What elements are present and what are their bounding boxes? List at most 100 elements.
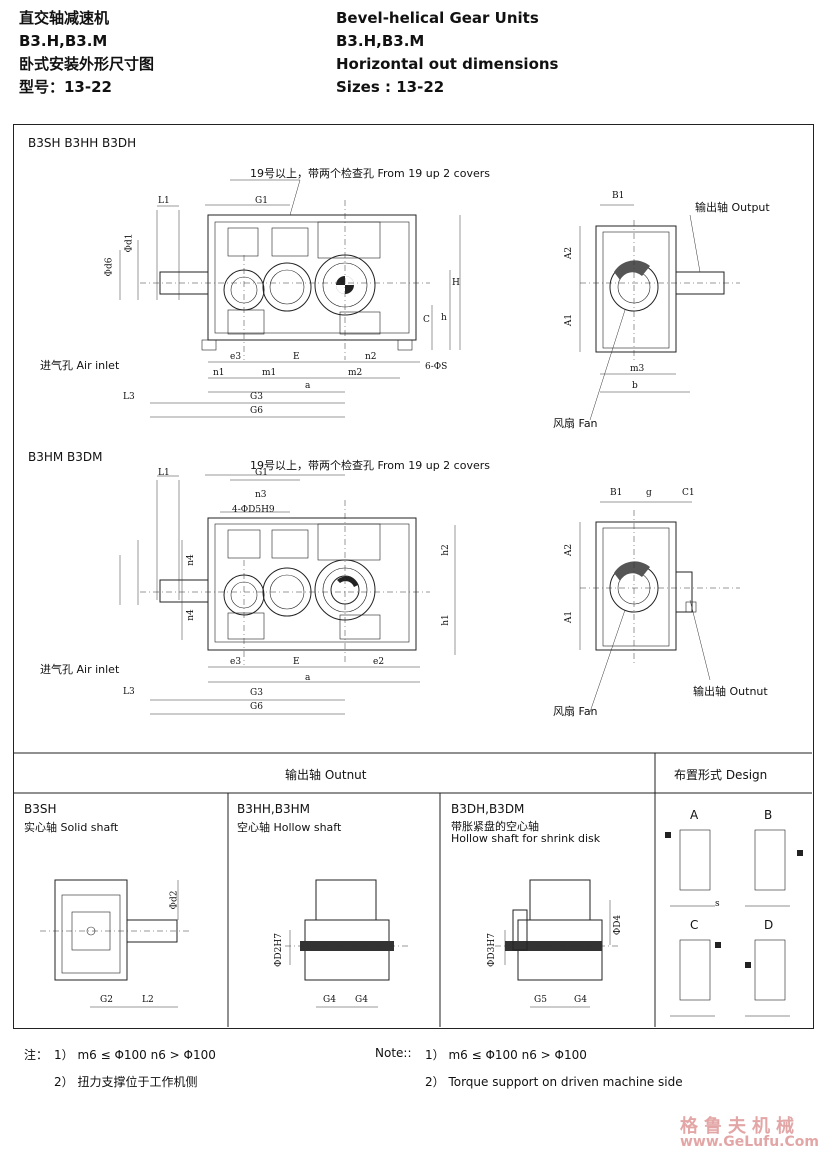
dim2-A1: A1 — [564, 610, 575, 624]
dim2-h2: h2 — [440, 544, 451, 556]
dim-b: b — [632, 381, 638, 391]
sec2-output: 输出轴 Outnut — [693, 685, 768, 698]
sec2-side-view — [579, 501, 740, 713]
dim-S: 6-ΦS — [425, 362, 448, 372]
dim-G1: G1 — [255, 196, 268, 206]
dim-G6: G6 — [250, 406, 263, 416]
design-B: B — [764, 808, 773, 822]
dim-m1: m1 — [262, 368, 277, 378]
col1-G2: G2 — [100, 995, 113, 1005]
dim2-n3: n3 — [255, 490, 267, 500]
col2-desc: 空心轴 Hollow shaft — [237, 821, 342, 834]
design-C: C — [690, 918, 699, 932]
dim2-B1: B1 — [610, 488, 623, 498]
dim2-e3: e3 — [230, 657, 242, 667]
note-cn-1: 1） m6 ≤ Φ100 n6 > Φ100 — [54, 1048, 216, 1062]
hollow-shaft-drawing — [285, 879, 410, 1008]
dim2-e2: e2 — [373, 657, 385, 667]
dim-E: E — [293, 352, 300, 362]
dim2-n4b: n4 — [185, 609, 196, 621]
dim2-h1: h1 — [440, 614, 451, 626]
col2-G4b: G4 — [355, 995, 368, 1005]
note-cn-2: 2） 扭力支撑位于工作机侧 — [54, 1075, 198, 1089]
note-en-2: 2） Torque support on driven machine side — [425, 1075, 683, 1089]
dim-d6: Φd6 — [104, 257, 115, 277]
dim-e3: e3 — [230, 352, 242, 362]
sec2-air-inlet: 进气孔 Air inlet — [40, 663, 120, 676]
sec1-title: B3SH B3HH B3DH — [28, 136, 137, 150]
sec1-cover-note: 19号以上，带两个检查孔 From 19 up 2 covers — [250, 167, 490, 180]
design-A: A — [690, 808, 699, 822]
dim2-G6: G6 — [250, 702, 263, 712]
subtitle-cn: 卧式安装外形尺寸图 — [19, 55, 155, 73]
col1-desc: 实心轴 Solid shaft — [24, 821, 119, 834]
col1-L2: L2 — [142, 995, 154, 1005]
solid-shaft-drawing — [40, 879, 190, 1008]
col3-desc-en: Hollow shaft for shrink disk — [451, 832, 601, 845]
dim2-n4a: n4 — [185, 554, 196, 566]
dim-d1: Φd1 — [124, 233, 135, 253]
dim-B1: B1 — [612, 191, 625, 201]
design-s-label: s — [715, 899, 720, 909]
dim-m2: m2 — [348, 368, 363, 378]
shrink-disk-drawing — [495, 879, 620, 1008]
sec2-front-view — [119, 474, 456, 715]
col2-code: B3HH,B3HM — [237, 802, 310, 816]
header-cn: 直交轴减速机 B3.H,B3.M 卧式安装外形尺寸图 型号：13-22 — [19, 7, 154, 99]
sec1-fan: 风扇 Fan — [553, 417, 598, 430]
sec2-cover-note: 19号以上，带两个检查孔 From 19 up 2 covers — [250, 459, 490, 472]
dim2-C1: C1 — [682, 488, 695, 498]
sec1-side-view — [579, 204, 740, 421]
dim2-a: a — [305, 673, 311, 683]
dim2-G3: G3 — [250, 688, 263, 698]
design-diagrams — [665, 829, 803, 1017]
dim-G3: G3 — [250, 392, 263, 402]
type-en: B3.H,B3.M — [336, 32, 425, 50]
col1-code: B3SH — [24, 802, 57, 816]
dim-n1: n1 — [213, 368, 225, 378]
col3-code: B3DH,B3DM — [451, 802, 525, 816]
note-en-1: 1） m6 ≤ Φ100 n6 > Φ100 — [425, 1048, 587, 1062]
output-header: 输出轴 Outnut — [285, 768, 367, 782]
sizes-cn: 型号：13-22 — [19, 78, 112, 96]
design-D: D — [764, 918, 774, 932]
dim2-L1: L1 — [158, 468, 170, 478]
note-cn-label: 注： — [24, 1048, 49, 1062]
dim-H: H — [452, 278, 460, 288]
drawing-frame — [13, 124, 814, 1029]
sec1-front-view — [119, 179, 461, 418]
dim2-A2: A2 — [564, 543, 575, 557]
dim-h: h — [441, 313, 447, 323]
col3-desc-cn: 带胀紧盘的空心轴 — [451, 820, 539, 833]
sec1-air-inlet: 进气孔 Air inlet — [40, 359, 120, 372]
watermark-url: www.GeLufu.Com — [680, 1134, 819, 1150]
col3-G5: G5 — [534, 995, 547, 1005]
col3-D3: ΦD3H7 — [486, 933, 497, 967]
col3-G4: G4 — [574, 995, 587, 1005]
note-en-label: Note:: — [375, 1046, 412, 1060]
dim-m3: m3 — [630, 364, 645, 374]
subtitle-en: Horizontal out dimensions — [336, 55, 559, 73]
dim-n2: n2 — [365, 352, 377, 362]
col2-D2: ΦD2H7 — [273, 933, 284, 967]
header-en: Bevel-helical Gear Units B3.H,B3.M Horiz… — [336, 7, 559, 99]
dim-C: C — [423, 315, 430, 325]
dim-A1: A1 — [564, 313, 575, 327]
dim2-g: g — [646, 488, 652, 498]
sec2-fan: 风扇 Fan — [553, 705, 598, 718]
watermark-cn: 格鲁夫机械 — [680, 1116, 800, 1137]
dim-L3: L3 — [123, 392, 135, 402]
sizes-en: Sizes : 13-22 — [336, 78, 445, 96]
col1-d2: Φd2 — [169, 890, 180, 910]
dim-L1: L1 — [158, 196, 170, 206]
col2-G4a: G4 — [323, 995, 336, 1005]
title-cn: 直交轴减速机 — [19, 9, 110, 27]
dim2-E: E — [293, 657, 300, 667]
design-header: 布置形式 Design — [674, 768, 768, 782]
dim-a: a — [305, 381, 311, 391]
dim2-D5: 4-ΦD5H9 — [232, 505, 275, 515]
col3-D4: ΦD4 — [613, 914, 624, 936]
type-cn: B3.H,B3.M — [19, 32, 108, 50]
sec2-title: B3HM B3DM — [28, 450, 103, 464]
